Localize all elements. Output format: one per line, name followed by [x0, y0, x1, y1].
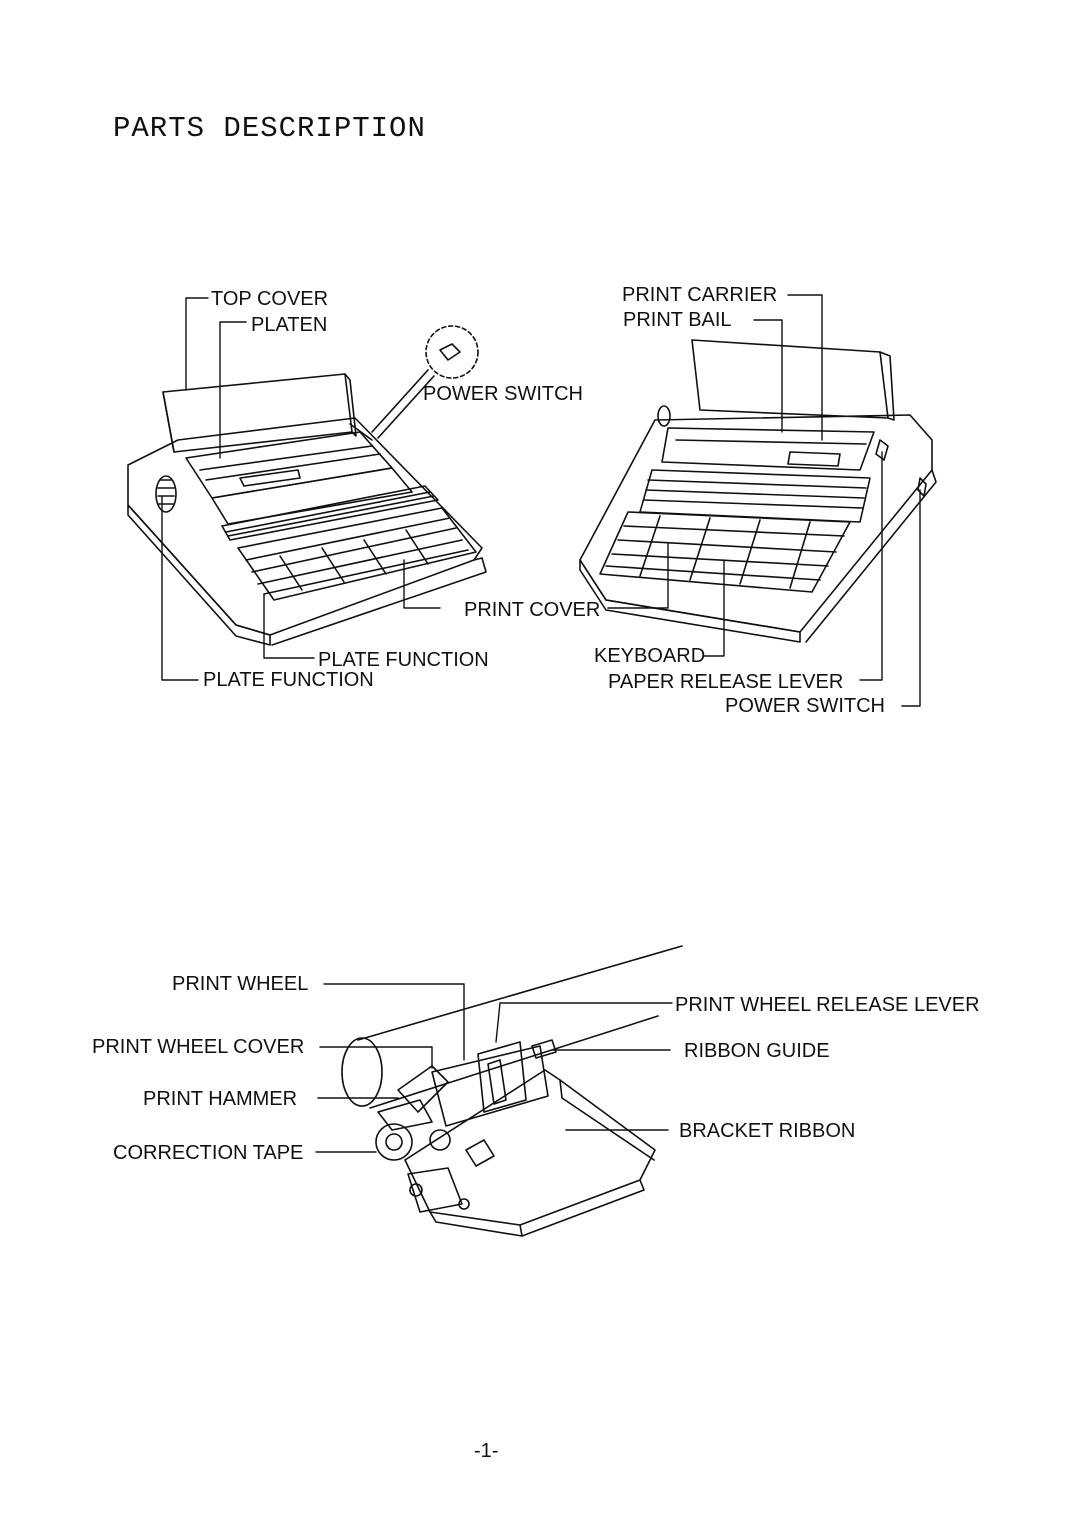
label-top-cover: TOP COVER [211, 288, 329, 310]
page-title: PARTS DESCRIPTION [113, 112, 426, 145]
label-correction-tape: CORRECTION TAPE [113, 1142, 304, 1164]
label-plate-function-upper: PLATE FUNCTION [318, 649, 489, 671]
label-print-bail: PRINT BAIL [623, 309, 732, 331]
label-power-switch-right: POWER SWITCH [725, 695, 885, 717]
label-print-carrier: PRINT CARRIER [622, 284, 778, 306]
leader-lines [162, 295, 920, 1152]
label-print-cover: PRINT COVER [464, 599, 601, 621]
right-typewriter-illustration [580, 340, 936, 642]
label-plate-function-lower: PLATE FUNCTION [203, 669, 374, 691]
label-print-wheel-cover: PRINT WHEEL COVER [92, 1036, 305, 1058]
label-print-hammer: PRINT HAMMER [143, 1088, 298, 1110]
label-paper-release-lever: PAPER RELEASE LEVER [608, 671, 844, 693]
page-number: -1- [474, 1440, 499, 1462]
label-bracket-ribbon: BRACKET RIBBON [679, 1120, 856, 1142]
left-typewriter-illustration [128, 326, 486, 645]
label-platen: PLATEN [251, 314, 328, 336]
print-mechanism-illustration [342, 946, 682, 1236]
label-keyboard: KEYBOARD [594, 645, 706, 667]
label-ribbon-guide: RIBBON GUIDE [684, 1040, 830, 1062]
label-print-wheel-release-lever: PRINT WHEEL RELEASE LEVER [675, 994, 980, 1016]
label-print-wheel: PRINT WHEEL [172, 973, 309, 995]
label-power-switch-left: POWER SWITCH [423, 383, 583, 405]
